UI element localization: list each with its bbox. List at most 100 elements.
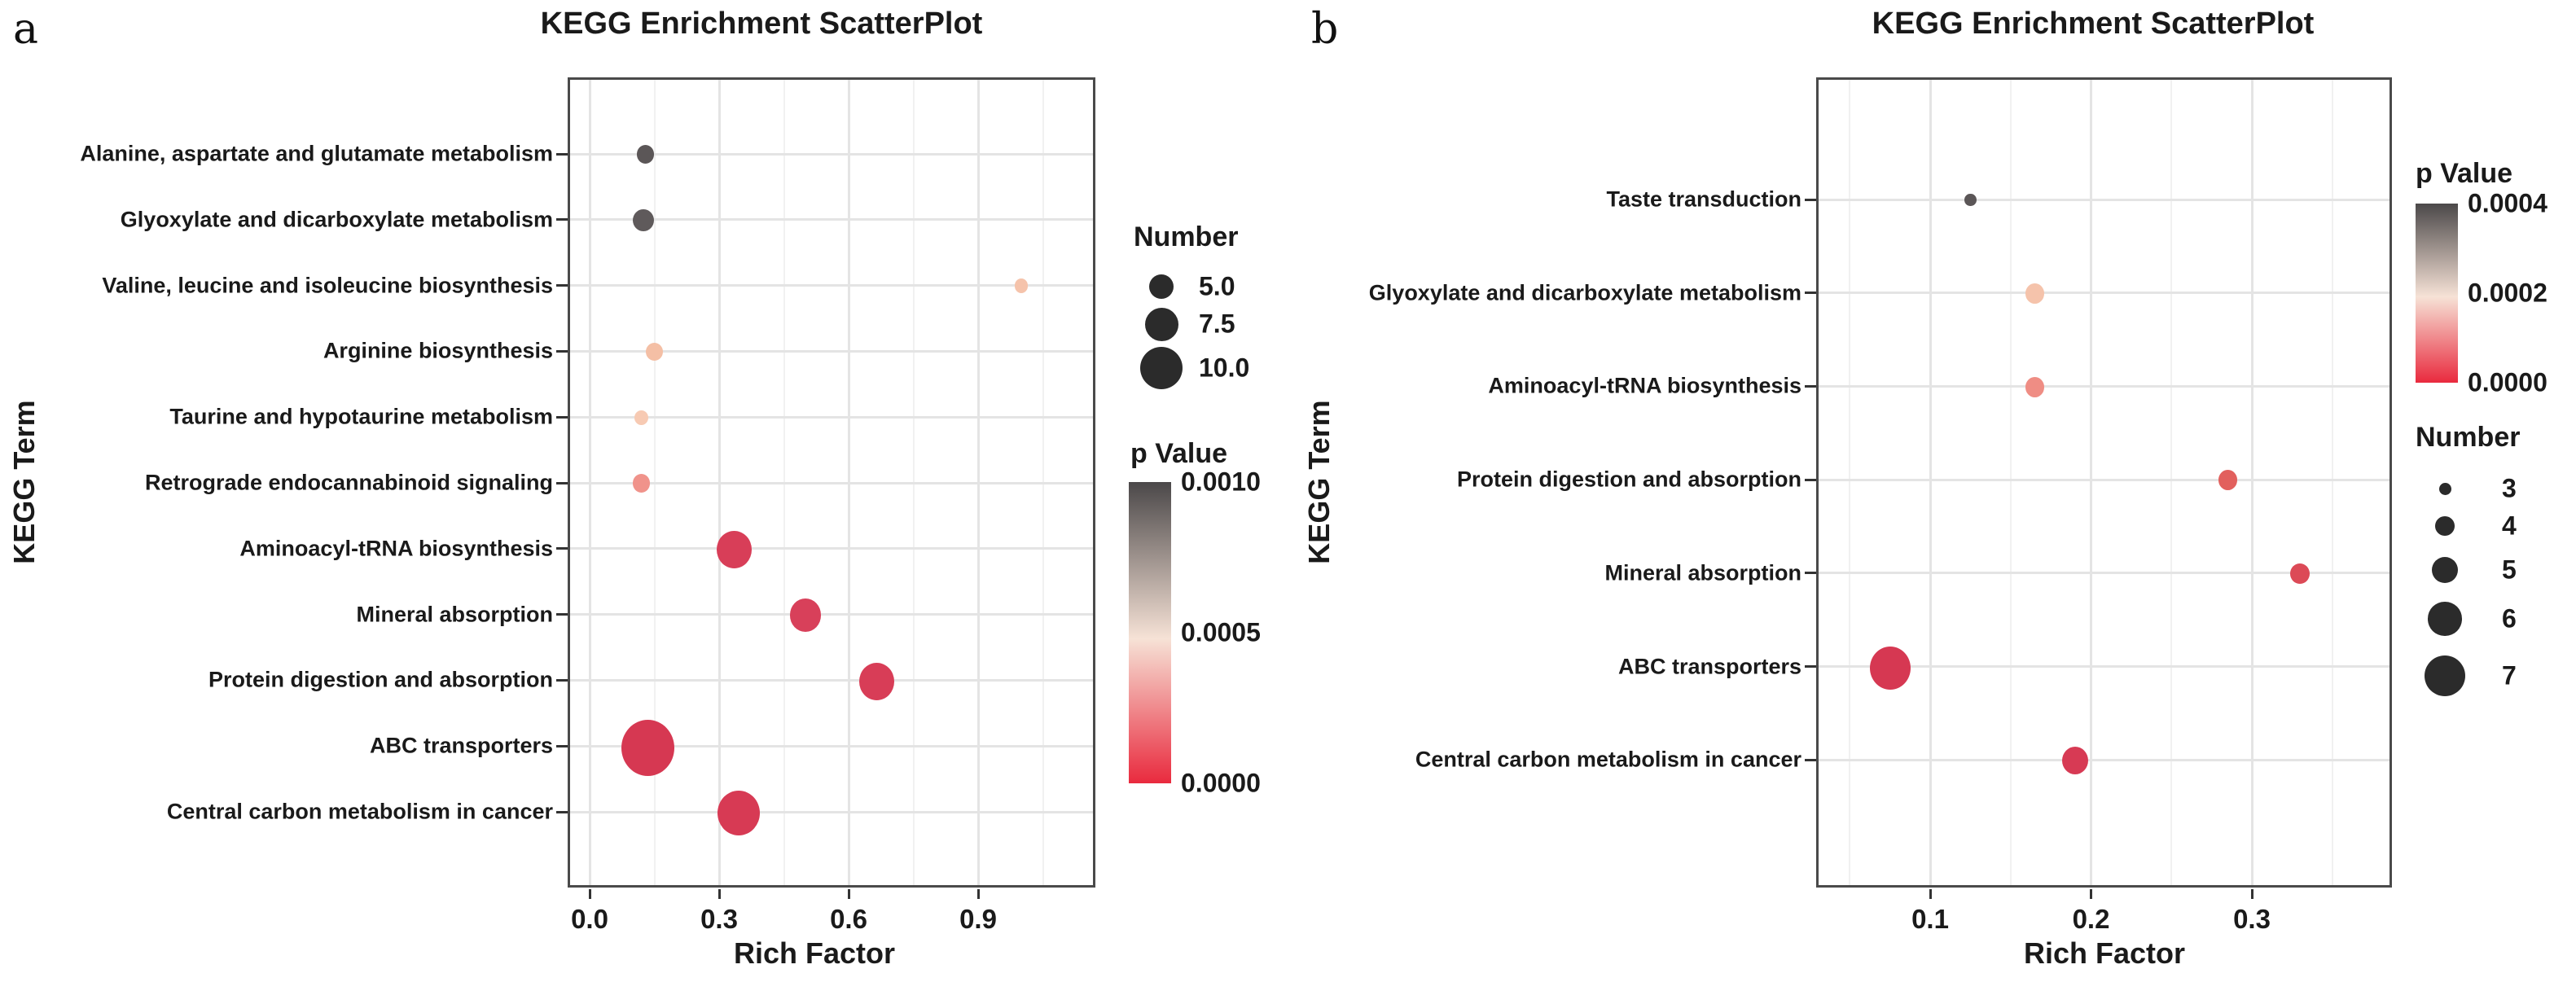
scatter-point bbox=[633, 209, 655, 232]
y-axis-category-label: Taste transduction bbox=[1606, 186, 1801, 212]
scatter-point bbox=[2290, 563, 2311, 585]
y-axis-category-label: Protein digestion and absorption bbox=[208, 667, 553, 692]
x-tick-mark bbox=[718, 889, 721, 899]
plot-border bbox=[1816, 77, 2392, 888]
grid-line-horizontal bbox=[568, 284, 1095, 287]
grid-line-horizontal bbox=[1816, 572, 2392, 575]
y-axis-category-label: Alanine, aspartate and glutamate metabol… bbox=[80, 141, 553, 166]
y-axis-category-label: Valine, leucine and isoleucine biosynthe… bbox=[102, 273, 553, 298]
panel-b-legend-pvalue-title: p Value bbox=[2416, 158, 2513, 189]
panel-a-legend-number-title: Number bbox=[1134, 221, 1239, 252]
y-tick-mark bbox=[1805, 758, 1816, 761]
scatter-point bbox=[637, 145, 655, 164]
x-tick-mark bbox=[588, 889, 591, 899]
y-axis-category-label: Glyoxylate and dicarboxylate metabolism bbox=[120, 207, 553, 232]
scatter-point bbox=[2061, 746, 2088, 775]
y-tick-mark bbox=[556, 547, 568, 550]
grid-line-horizontal bbox=[568, 678, 1095, 682]
scatter-point bbox=[621, 719, 675, 776]
y-axis-category-label: Aminoacyl-tRNA biosynthesis bbox=[1488, 373, 1801, 398]
legend-size-label: 7.5 bbox=[1199, 309, 1235, 339]
grid-line-horizontal bbox=[1816, 758, 2392, 761]
y-axis-category-label: Taurine and hypotaurine metabolism bbox=[169, 404, 553, 429]
legend-size-label: 5.0 bbox=[1199, 271, 1235, 301]
legend-size-dot bbox=[2428, 602, 2462, 636]
grid-line-horizontal bbox=[568, 810, 1095, 813]
legend-size-label: 5 bbox=[2502, 555, 2517, 585]
x-axis-tick-label: 0.9 bbox=[959, 904, 997, 934]
y-tick-mark bbox=[556, 284, 568, 287]
legend-gradient-tick-label: 0.0010 bbox=[1181, 467, 1261, 497]
legend-size-label: 3 bbox=[2502, 473, 2517, 503]
plot-border bbox=[568, 77, 1095, 888]
y-tick-mark bbox=[556, 678, 568, 682]
scatter-point bbox=[1964, 193, 1977, 207]
x-axis-tick-label: 0.3 bbox=[700, 904, 738, 934]
panel-a-title: KEGG Enrichment ScatterPlot bbox=[540, 7, 983, 41]
y-axis-category-label: ABC transporters bbox=[1617, 654, 1801, 678]
grid-line-vertical-major bbox=[2250, 77, 2253, 888]
y-axis-category-label: Mineral absorption bbox=[1604, 560, 1801, 585]
grid-line-vertical-major bbox=[2090, 77, 2092, 888]
grid-line-horizontal bbox=[568, 218, 1095, 221]
y-axis-category-label: Central carbon metabolism in cancer bbox=[166, 799, 553, 824]
x-axis-tick-label: 0.1 bbox=[1911, 904, 1949, 934]
legend-gradient-tick-label: 0.0000 bbox=[1181, 768, 1261, 798]
legend-size-dot bbox=[1140, 347, 1183, 389]
legend-size-label: 7 bbox=[2502, 660, 2517, 690]
legend-size-label: 10.0 bbox=[1199, 353, 1250, 383]
grid-line-horizontal bbox=[568, 744, 1095, 747]
panel-b-title: KEGG Enrichment ScatterPlot bbox=[1872, 7, 2315, 41]
scatter-point bbox=[2025, 283, 2045, 304]
y-tick-mark bbox=[556, 744, 568, 747]
scatter-point bbox=[2218, 470, 2238, 491]
y-axis-category-label: Retrograde endocannabinoid signaling bbox=[144, 470, 553, 495]
scatter-point bbox=[2025, 376, 2045, 397]
grid-line-horizontal bbox=[1816, 478, 2392, 481]
grid-line-horizontal bbox=[1816, 384, 2392, 388]
grid-line-vertical-minor bbox=[2170, 77, 2173, 888]
grid-line-horizontal bbox=[1816, 198, 2392, 201]
y-tick-mark bbox=[1805, 572, 1816, 575]
panel-b-legend-number-title: Number bbox=[2416, 422, 2521, 453]
grid-line-horizontal bbox=[568, 481, 1095, 484]
panel-a-x-axis-title: Rich Factor bbox=[733, 936, 896, 970]
legend-size-dot bbox=[1149, 274, 1174, 299]
y-axis-category-label: ABC transporters bbox=[369, 733, 553, 758]
grid-line-horizontal bbox=[568, 415, 1095, 419]
y-tick-mark bbox=[556, 481, 568, 484]
scatter-point bbox=[1869, 646, 1911, 690]
y-tick-mark bbox=[1805, 198, 1816, 201]
y-tick-mark bbox=[556, 613, 568, 616]
grid-line-vertical-minor bbox=[1849, 77, 1851, 888]
legend-size-dot bbox=[2435, 516, 2455, 536]
panel-b-x-axis-title: Rich Factor bbox=[2023, 936, 2186, 970]
grid-line-horizontal bbox=[568, 613, 1095, 616]
legend-gradient-tick-label: 0.0002 bbox=[2468, 278, 2547, 308]
scatter-point bbox=[645, 342, 664, 362]
legend-size-dot bbox=[2425, 655, 2465, 696]
y-tick-mark bbox=[556, 349, 568, 353]
grid-line-vertical-minor bbox=[2331, 77, 2333, 888]
x-axis-tick-label: 0.2 bbox=[2072, 904, 2110, 934]
grid-line-horizontal bbox=[568, 152, 1095, 156]
legend-gradient-bar bbox=[1129, 482, 1171, 783]
y-tick-mark bbox=[556, 152, 568, 156]
panel-a-letter: a bbox=[13, 5, 39, 54]
scatter-point bbox=[633, 474, 651, 493]
scatter-point bbox=[716, 531, 753, 568]
legend-size-dot bbox=[2431, 556, 2459, 584]
y-tick-mark bbox=[1805, 478, 1816, 481]
x-tick-mark bbox=[1929, 889, 1932, 899]
grid-line-horizontal bbox=[1816, 292, 2392, 295]
y-axis-category-label: Mineral absorption bbox=[356, 602, 553, 627]
y-tick-mark bbox=[1805, 292, 1816, 295]
y-axis-category-label: Central carbon metabolism in cancer bbox=[1415, 747, 1801, 772]
legend-size-dot bbox=[1144, 307, 1178, 341]
x-axis-tick-label: 0.6 bbox=[830, 904, 867, 934]
y-tick-mark bbox=[556, 415, 568, 419]
y-axis-category-label: Arginine biosynthesis bbox=[323, 338, 553, 363]
scatter-point bbox=[1014, 278, 1029, 293]
x-axis-tick-label: 0.0 bbox=[571, 904, 608, 934]
